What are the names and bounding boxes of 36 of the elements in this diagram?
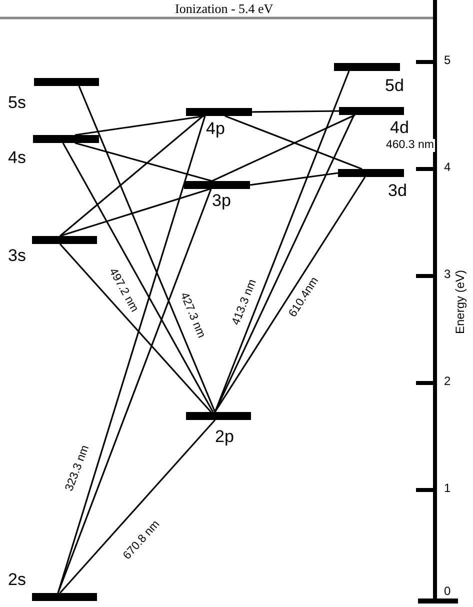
transition-line — [59, 419, 216, 594]
tick-label: 2 — [444, 374, 451, 388]
level-label: 5d — [385, 77, 404, 95]
level-label: 3d — [388, 182, 407, 200]
ionization-label: Ionization - 5.4 eV — [175, 2, 274, 16]
transition-line — [212, 114, 356, 182]
transition-line — [78, 86, 216, 412]
level-label: 3s — [8, 247, 26, 265]
transition-line — [59, 243, 212, 413]
level-label: 4p — [206, 120, 225, 138]
axis-title: Energy (eV) — [453, 270, 468, 334]
transition-line — [59, 115, 204, 237]
level-label: 2p — [215, 428, 234, 446]
transition-line — [74, 142, 212, 182]
transition-line — [214, 70, 350, 412]
transition-line — [214, 176, 366, 412]
transition-line — [74, 115, 206, 136]
transition-line — [250, 172, 338, 186]
level-label: 3p — [212, 192, 231, 210]
transition-line — [57, 188, 212, 594]
tick-label: 5 — [444, 53, 451, 67]
transition-line — [252, 110, 339, 113]
tick-label: 0 — [444, 584, 451, 598]
transition-line — [57, 116, 206, 594]
level-label: 2s — [8, 571, 26, 589]
tick-label: 4 — [444, 160, 451, 174]
level-label: 4d — [390, 119, 409, 137]
transition-line — [62, 142, 214, 412]
transition-line — [214, 114, 355, 412]
level-label: 5s — [8, 94, 26, 112]
level-label: 4s — [8, 149, 26, 167]
tick-label: 3 — [444, 267, 451, 281]
tick-label: 1 — [444, 481, 451, 495]
transition-line — [60, 188, 210, 237]
transition-line — [224, 115, 362, 170]
wavelength-label: 460.3 nm — [385, 138, 435, 152]
